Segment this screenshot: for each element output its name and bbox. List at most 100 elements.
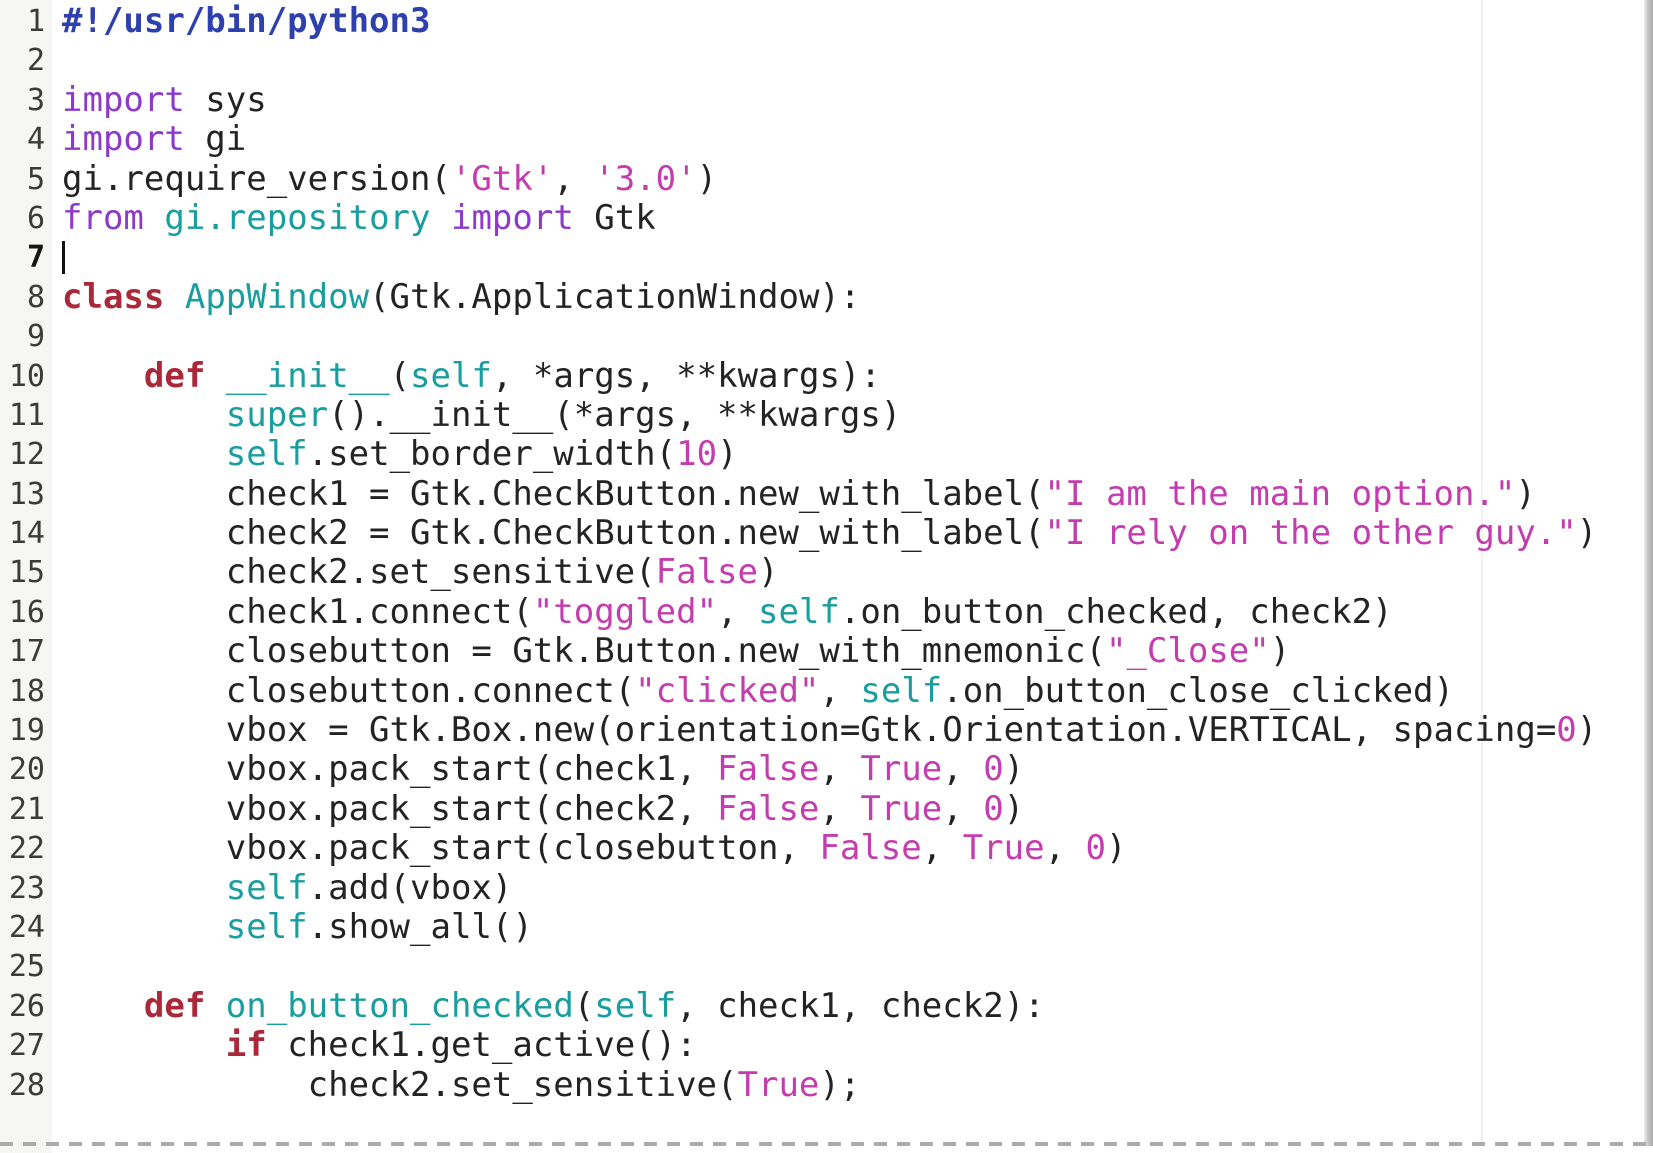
token-text <box>62 907 226 947</box>
line-number: 13 <box>8 476 45 512</box>
code-line[interactable]: check1.connect("toggled", self.on_button… <box>62 591 1653 632</box>
code-line[interactable] <box>62 41 1653 80</box>
token-keyword: import <box>62 119 185 160</box>
code-line[interactable]: check2.set_sensitive(False) <box>62 553 1653 592</box>
line-number: 23 <box>8 870 45 906</box>
line-number: 1 <box>26 4 45 39</box>
token-text: , <box>717 591 758 632</box>
code-line[interactable]: closebutton.connect("clicked", self.on_b… <box>62 670 1653 711</box>
token-keyword: from <box>62 197 144 238</box>
line-number: 28 <box>8 1067 45 1103</box>
line-number: 24 <box>8 909 45 945</box>
right-margin-guide <box>1481 0 1483 1142</box>
token-control: if <box>225 1025 267 1066</box>
token-text: .show_all() <box>307 906 533 947</box>
token-text: ( <box>573 985 595 1026</box>
token-text: vbox.pack_start(check2, <box>62 788 718 829</box>
token-builtin: gi.repository <box>164 197 431 238</box>
line-number: 8 <box>26 279 45 315</box>
token-text: ( <box>389 355 411 396</box>
token-text <box>430 198 450 238</box>
token-text: (Gtk.ApplicationWindow): <box>369 276 861 317</box>
code-line[interactable]: vbox.pack_start(closebutton, False, True… <box>62 829 1653 868</box>
code-line[interactable]: def __init__(self, *args, **kwargs): <box>62 355 1653 396</box>
token-number: 0 <box>983 788 1004 829</box>
token-text: , <box>942 788 984 829</box>
code-line[interactable]: class AppWindow(Gtk.ApplicationWindow): <box>62 276 1653 317</box>
token-text <box>205 356 225 396</box>
code-line[interactable] <box>62 317 1653 356</box>
token-text <box>62 1025 226 1065</box>
token-text: check2 = Gtk.CheckButton.new_with_label( <box>62 513 1045 554</box>
code-line[interactable]: from gi.repository import Gtk <box>62 197 1653 238</box>
token-text: .add(vbox) <box>307 867 513 908</box>
token-text: ) <box>717 434 738 475</box>
token-keyword: import <box>62 79 185 120</box>
token-builtin: self <box>225 906 308 947</box>
token-text: .on_button_close_clicked) <box>942 670 1454 711</box>
code-line[interactable] <box>62 238 1653 277</box>
line-number: 26 <box>8 988 45 1024</box>
token-text: , <box>921 828 963 869</box>
token-string: '3.0' <box>594 158 697 199</box>
token-text: ) <box>696 158 718 199</box>
token-text: , check1, check2): <box>676 985 1045 1026</box>
token-text: check1 = Gtk.CheckButton.new_with_label( <box>62 473 1045 514</box>
token-text: , <box>819 670 861 711</box>
token-text: check1.connect( <box>62 591 533 632</box>
code-line[interactable]: vbox = Gtk.Box.new(orientation=Gtk.Orien… <box>62 710 1653 751</box>
code-line[interactable]: check2.set_sensitive(True); <box>62 1064 1653 1105</box>
token-boolean: True <box>860 749 943 790</box>
token-number: 0 <box>1085 828 1107 869</box>
token-text: closebutton.connect( <box>62 670 636 711</box>
token-builtin: self <box>758 591 840 632</box>
token-text <box>62 868 226 908</box>
code-line[interactable]: import gi <box>62 119 1653 160</box>
code-line[interactable]: vbox.pack_start(check1, False, True, 0) <box>62 750 1653 789</box>
code-line[interactable]: import sys <box>62 79 1653 120</box>
token-text: ) <box>1576 710 1598 751</box>
code-line[interactable]: check1 = Gtk.CheckButton.new_with_label(… <box>62 473 1653 514</box>
token-number: 0 <box>983 749 1004 790</box>
token-string: "I am the main option." <box>1044 473 1516 514</box>
token-text: ) <box>1106 828 1127 869</box>
token-text: , <box>819 788 861 829</box>
token-text <box>62 434 226 474</box>
code-line[interactable]: if check1.get_active(): <box>62 1025 1653 1066</box>
token-builtin: self <box>860 670 943 711</box>
token-text: ) <box>1576 513 1598 554</box>
token-text: check2.set_sensitive( <box>62 552 656 593</box>
token-text <box>62 356 144 396</box>
code-line[interactable]: def on_button_checked(self, check1, chec… <box>62 985 1653 1026</box>
token-builtin: __init__ <box>225 355 390 396</box>
token-boolean: False <box>819 828 922 869</box>
code-line[interactable]: #!/usr/bin/python3 <box>62 1 1653 41</box>
code-line[interactable] <box>62 947 1653 986</box>
token-boolean: True <box>860 788 943 829</box>
code-line[interactable]: self.set_border_width(10) <box>62 435 1653 474</box>
line-number: 6 <box>26 200 45 236</box>
token-text: sys <box>184 79 267 120</box>
token-control: def <box>143 985 206 1026</box>
token-text <box>144 198 164 238</box>
line-number: 9 <box>26 319 45 355</box>
code-line[interactable]: self.add(vbox) <box>62 867 1653 908</box>
token-text <box>62 395 226 435</box>
code-line[interactable]: closebutton = Gtk.Button.new_with_mnemon… <box>62 632 1653 671</box>
token-text: ().__init__(*args, **kwargs) <box>328 394 902 435</box>
code-line[interactable]: vbox.pack_start(check2, False, True, 0) <box>62 788 1653 829</box>
token-text: gi <box>184 119 247 160</box>
token-text: , <box>1044 828 1086 869</box>
scrollbar[interactable] <box>1644 0 1653 1146</box>
code-line[interactable]: check2 = Gtk.CheckButton.new_with_label(… <box>62 513 1653 554</box>
dashed-boundary-line <box>0 1142 1653 1146</box>
code-line[interactable]: self.show_all() <box>62 906 1653 947</box>
code-line[interactable]: gi.require_version('Gtk', '3.0') <box>62 158 1653 199</box>
line-number: 20 <box>8 752 45 788</box>
code-line[interactable]: super().__init__(*args, **kwargs) <box>62 394 1653 435</box>
token-text: ); <box>819 1064 861 1105</box>
token-builtin: super <box>225 394 329 435</box>
line-number: 7 <box>26 240 45 276</box>
